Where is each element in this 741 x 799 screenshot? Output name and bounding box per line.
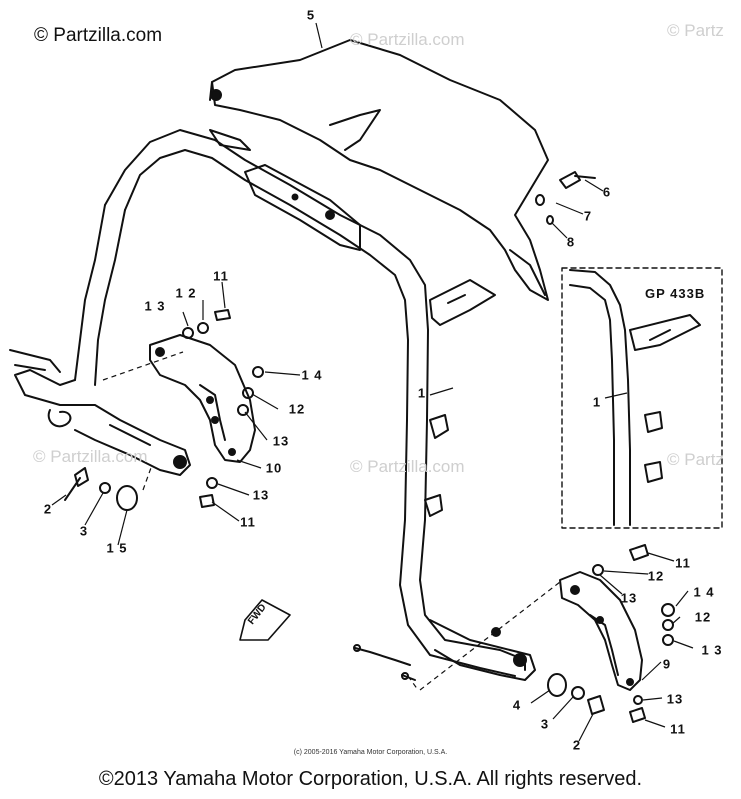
callout: 9 bbox=[662, 656, 672, 672]
callout: 1 2 bbox=[175, 285, 197, 301]
callout: 11 bbox=[213, 268, 229, 284]
small-copyright: (c) 2005-2016 Yamaha Motor Corporation, … bbox=[293, 749, 448, 756]
bumper-tube-inner bbox=[124, 149, 516, 677]
callout: 4 bbox=[512, 697, 522, 713]
left-bracket bbox=[149, 334, 256, 463]
right-bracket bbox=[559, 571, 643, 691]
callout: 13 bbox=[620, 590, 638, 606]
inset-box bbox=[561, 267, 723, 529]
callout: 8 bbox=[566, 234, 576, 250]
fwd-arrow bbox=[239, 599, 291, 641]
callout: 13 bbox=[666, 691, 684, 707]
callout: 1 3 bbox=[701, 642, 723, 658]
callout: 3 bbox=[79, 523, 89, 539]
callout: 7 bbox=[583, 208, 593, 224]
watermark: © Partzilla.com bbox=[350, 457, 465, 476]
cover-part bbox=[211, 39, 549, 301]
callout: 1 bbox=[592, 394, 602, 410]
callout: 2 bbox=[572, 737, 582, 753]
callout: 1 4 bbox=[693, 584, 715, 600]
callout: 1 4 bbox=[301, 367, 323, 383]
callout: 13 bbox=[272, 433, 290, 449]
bumper-tube-outer bbox=[104, 129, 526, 671]
callout: 12 bbox=[288, 401, 306, 417]
watermark: © Partz bbox=[667, 450, 724, 469]
callout: 1 5 bbox=[106, 540, 128, 556]
callout: 3 bbox=[540, 716, 550, 732]
callout: 2 bbox=[43, 501, 53, 517]
callout: 11 bbox=[675, 555, 691, 571]
callout: 12 bbox=[647, 568, 665, 584]
watermark: © Partzilla.com bbox=[33, 447, 148, 466]
callout: 11 bbox=[240, 514, 256, 530]
reference-label: GP 433B bbox=[645, 286, 706, 301]
callout: 12 bbox=[694, 609, 712, 625]
watermark-main: © Partzilla.com bbox=[34, 25, 163, 46]
callout: 13 bbox=[252, 487, 270, 503]
watermark: © Partz bbox=[667, 21, 724, 40]
watermark: © Partzilla.com bbox=[350, 30, 465, 49]
copyright-footer: ©2013 Yamaha Motor Corporation, U.S.A. A… bbox=[98, 768, 643, 790]
callout: 10 bbox=[265, 460, 283, 476]
callout: 1 bbox=[417, 385, 427, 401]
callout: 11 bbox=[670, 721, 686, 737]
callout: 5 bbox=[306, 7, 316, 23]
callout: 1 3 bbox=[144, 298, 166, 314]
callout: 6 bbox=[602, 184, 612, 200]
